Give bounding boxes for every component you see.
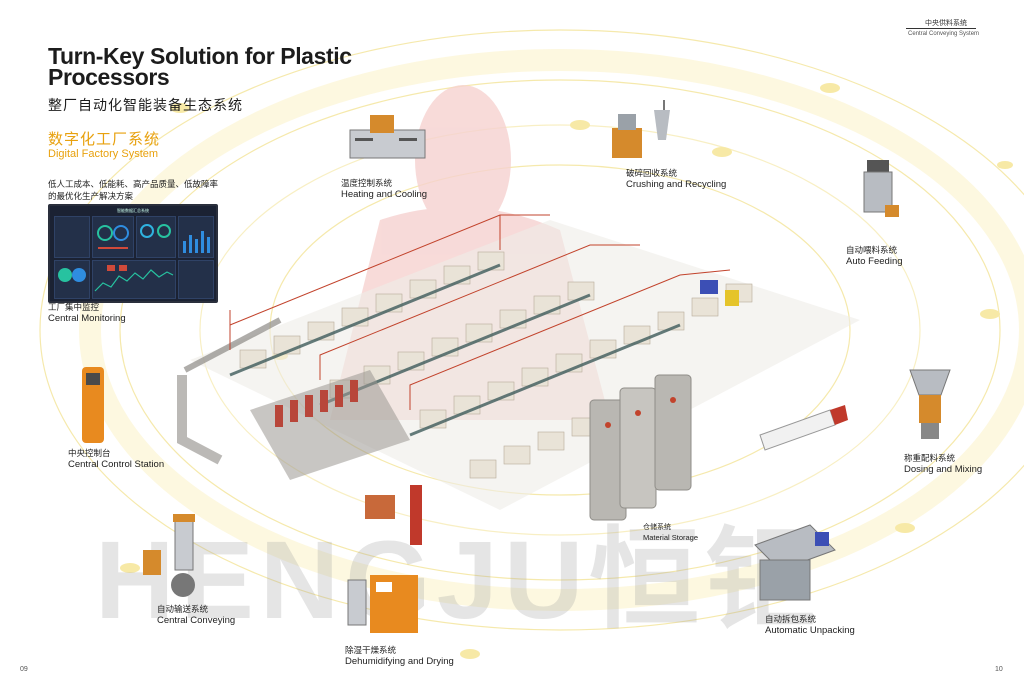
dashboard-monitor: 智能数据汇总系统 bbox=[48, 204, 218, 303]
section-header-en: Central Conveying System bbox=[908, 31, 980, 37]
label-en: Crushing and Recycling bbox=[626, 179, 727, 190]
heating-cooling-unit bbox=[349, 115, 426, 159]
section-header-cn: 中央供料系统 bbox=[925, 20, 967, 27]
digital-factory-title-en: Digital Factory System bbox=[48, 148, 159, 160]
monitor-panel bbox=[54, 260, 90, 299]
monitor-title: 智能数据汇总系统 bbox=[117, 208, 149, 213]
conveying-unit bbox=[143, 514, 195, 597]
label-cn: 中央控制台 bbox=[68, 448, 111, 458]
label-en: Central Monitoring bbox=[48, 313, 126, 324]
monitor-panel bbox=[92, 260, 176, 299]
page-subtitle: 整厂自动化智能装备生态系统 bbox=[48, 97, 243, 113]
label-cn: 仓储系统 bbox=[643, 524, 671, 531]
label-en: Dehumidifying and Drying bbox=[345, 656, 454, 667]
label-cn: 自动输送系统 bbox=[157, 604, 209, 614]
label-cn: 除湿干燥系统 bbox=[345, 645, 397, 655]
solution-description: 低人工成本、低能耗、高产品质量、低故障率的最优化生产解决方案 bbox=[48, 179, 219, 201]
header-divider bbox=[906, 28, 976, 29]
monitor-panel bbox=[54, 216, 90, 258]
brand-watermark: HENGJU恒钜 bbox=[95, 519, 822, 642]
label-en: Central Conveying bbox=[157, 615, 236, 626]
label-en: Central Control Station bbox=[68, 459, 165, 470]
page-number-right: 10 bbox=[995, 666, 1003, 673]
auto-feeding-machine bbox=[863, 160, 899, 217]
monitor-panel bbox=[92, 216, 134, 258]
label-en: Auto Feeding bbox=[846, 256, 903, 267]
drying-unit bbox=[347, 575, 418, 633]
factory-illustration bbox=[177, 214, 860, 545]
page-title: Turn-Key Solution for Plastic Processors bbox=[48, 43, 352, 90]
label-material-storage: 仓储系统 Material Storage bbox=[643, 523, 698, 543]
label-en: Dosing and Mixing bbox=[904, 464, 983, 475]
dosing-mixer bbox=[909, 369, 951, 439]
label-cn: 自动拆包系统 bbox=[765, 614, 817, 624]
label-cn: 工厂集中监控 bbox=[48, 302, 100, 312]
label-cn: 称重配料系统 bbox=[904, 453, 956, 463]
label-en: Material Storage bbox=[643, 533, 699, 542]
unpacking-machine bbox=[754, 524, 836, 601]
monitor-panel bbox=[178, 260, 214, 299]
digital-factory-title-cn: 数字化工厂系统 bbox=[48, 131, 161, 148]
control-station bbox=[82, 367, 104, 443]
label-en: Heating and Cooling bbox=[341, 189, 428, 200]
label-cn: 自动喂料系统 bbox=[846, 245, 898, 255]
page-number-left: 09 bbox=[20, 666, 28, 673]
label-cn: 温度控制系统 bbox=[341, 178, 393, 188]
label-cn: 破碎回收系统 bbox=[626, 168, 678, 178]
monitor-panel bbox=[136, 216, 176, 258]
crushing-machine bbox=[612, 100, 670, 158]
label-en: Automatic Unpacking bbox=[765, 625, 855, 636]
monitor-panel bbox=[178, 216, 214, 258]
